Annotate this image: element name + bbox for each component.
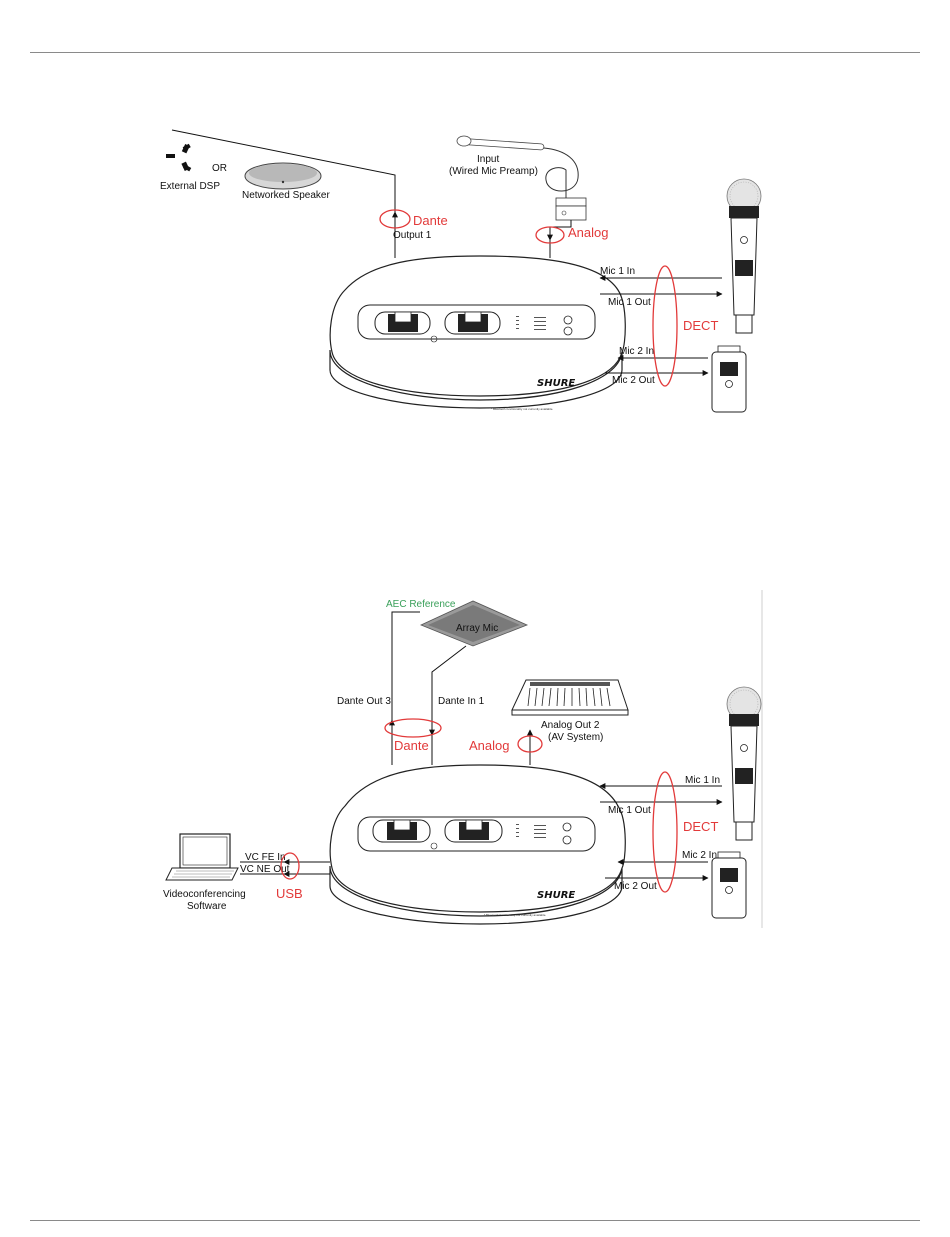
external-dsp-label: External DSP	[160, 181, 220, 192]
top-rule	[30, 52, 920, 53]
shure-logo-2: SHURE	[537, 890, 575, 901]
base-station-device: SHURE * Bluetooth functionality not curr…	[329, 255, 626, 411]
mic2-out-label: Mic 2 Out	[612, 375, 655, 386]
dante-out3-label: Dante Out 3	[337, 696, 391, 707]
analog-label: Analog	[568, 225, 608, 240]
dect-label-2: DECT	[683, 819, 718, 834]
networked-speaker-label: Networked Speaker	[242, 190, 330, 201]
laptop-icon	[165, 833, 239, 881]
vc-software-label-line1: Videoconferencing	[163, 889, 246, 900]
external-dsp-icon	[166, 143, 192, 172]
dect-highlight-2	[652, 771, 678, 893]
dante-label: Dante	[413, 213, 448, 228]
base-station-device-2: SHURE * Bluetooth functionality not curr…	[329, 764, 626, 925]
analog-label-2: Analog	[469, 738, 509, 753]
vc-software-label-line2: Software	[187, 901, 227, 912]
mic1-in-label: Mic 1 In	[600, 266, 635, 277]
usb-label: USB	[276, 886, 303, 901]
dante-label-2: Dante	[394, 738, 429, 753]
analog-out2-label-line2: (AV System)	[548, 732, 603, 743]
usb-highlight	[280, 852, 300, 880]
av-mixer-icon	[511, 679, 629, 716]
bodypack-icon-2	[711, 851, 747, 919]
analog-highlight-2	[517, 735, 543, 753]
mic2-in-label-2: Mic 2 In	[682, 850, 717, 861]
dante-highlight-2	[384, 718, 442, 738]
footnote-2: * Bluetooth functionality not currently …	[484, 913, 546, 917]
handheld-mic-icon	[726, 178, 762, 334]
bottom-rule	[30, 1220, 920, 1221]
aec-reference-label: AEC Reference	[386, 599, 456, 610]
dante-out3-cable	[391, 611, 420, 765]
dect-highlight	[652, 265, 678, 387]
networked-speaker-icon	[244, 162, 322, 190]
mic2-in-label: Mic 2 In	[619, 346, 654, 357]
bodypack-icon	[711, 345, 747, 413]
dect-label: DECT	[683, 318, 718, 333]
dante-highlight	[379, 209, 411, 229]
wired-mic-icon	[456, 135, 579, 198]
input-label-line1: Input	[477, 154, 499, 165]
mic1-in-label-2: Mic 1 In	[685, 775, 720, 786]
mic1-out-label: Mic 1 Out	[608, 297, 651, 308]
output1-label: Output 1	[393, 230, 432, 241]
shure-logo-1: SHURE	[537, 378, 575, 389]
or-label: OR	[212, 163, 227, 174]
vc-fe-in-label: VC FE In	[245, 852, 286, 863]
mic1-out-label-2: Mic 1 Out	[608, 805, 651, 816]
mic2-out-label-2: Mic 2 Out	[614, 881, 657, 892]
dante-in1-label: Dante In 1	[438, 696, 485, 707]
preamp-box-icon	[555, 197, 587, 221]
input-label-line2: (Wired Mic Preamp)	[449, 166, 538, 177]
vc-ne-out-label: VC NE Out	[240, 864, 290, 875]
array-mic-label: Array Mic	[456, 623, 498, 634]
footnote-1: * Bluetooth functionality not currently …	[491, 407, 553, 411]
diagram-1: External DSP OR Networked Speaker Dante …	[160, 129, 762, 413]
diagram-2: AEC Reference Array Mic Dante Out 3 Dant…	[163, 590, 763, 928]
analog-highlight	[535, 226, 565, 244]
analog-out2-label-line1: Analog Out 2	[541, 720, 600, 731]
handheld-mic-icon-2	[726, 686, 762, 841]
array-mic-icon	[419, 600, 529, 647]
